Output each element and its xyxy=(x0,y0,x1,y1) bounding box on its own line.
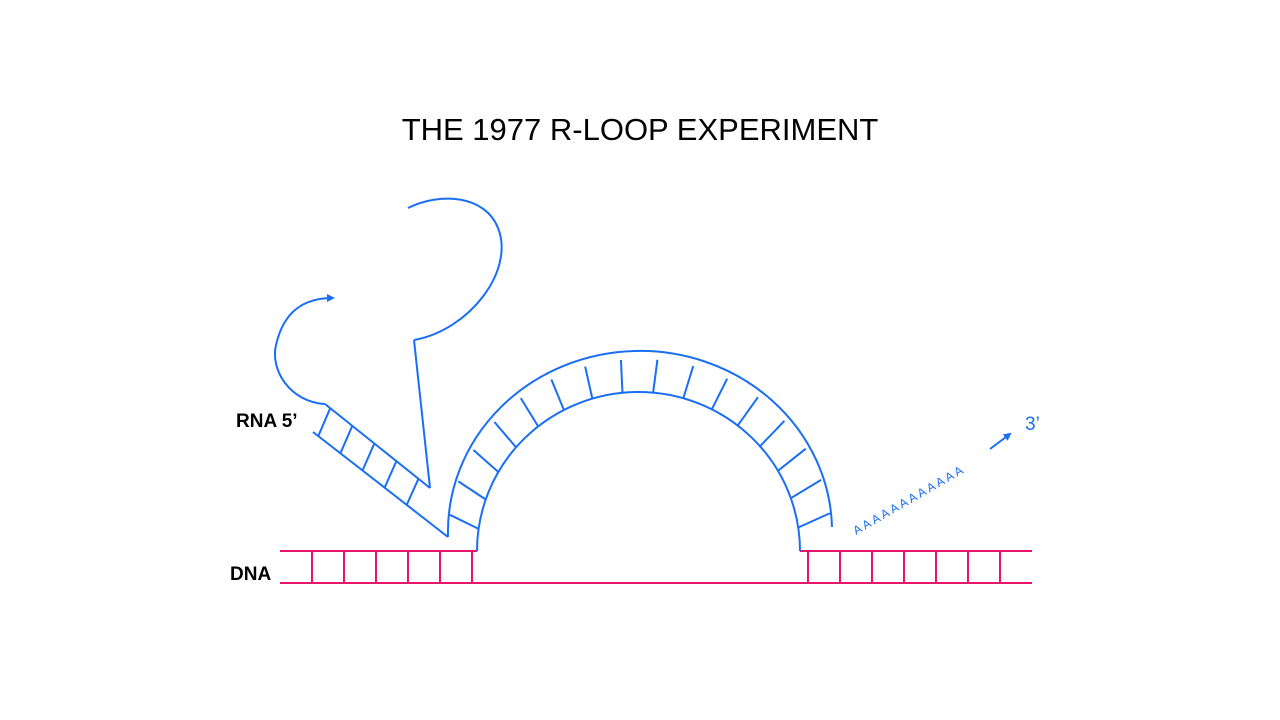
rna-dna-base-pair xyxy=(652,359,659,393)
three-prime-label: 3’ xyxy=(1025,414,1040,435)
rna-dna-base-pair xyxy=(457,480,487,501)
rna-dna-base-pair xyxy=(584,366,594,399)
rna-upper-strand xyxy=(324,403,431,489)
rna-dna-base-pair xyxy=(493,421,517,448)
rna-dna-base-pair xyxy=(472,449,500,473)
rna-dna-base-pair xyxy=(790,479,822,500)
rna-upper-loop xyxy=(407,197,503,341)
rna-dna-base-pair xyxy=(797,512,831,529)
rna-dna-base-pair xyxy=(550,379,565,411)
rna-lower-strand xyxy=(312,431,449,538)
rna-base-pair xyxy=(361,443,376,471)
rna-dna-base-pair xyxy=(736,396,759,427)
rna-dna-base-pair xyxy=(710,378,729,410)
rna-dna-base-pair xyxy=(619,359,624,393)
dna-inner-arc xyxy=(476,391,801,552)
poly-a-tail: AAAAAAAAAAAA xyxy=(851,462,968,538)
rna-base-pair xyxy=(405,478,420,506)
rna-base-pair xyxy=(339,425,354,454)
rna-base-pair xyxy=(317,407,332,437)
rna-5-prime-label: RNA 5’ xyxy=(236,411,298,432)
rna-single-strand xyxy=(413,339,431,489)
rna-left-loop-arrow xyxy=(273,294,335,405)
poly-a-arrow xyxy=(989,432,1012,450)
dna-double-strand xyxy=(280,550,1032,584)
rna-base-pair xyxy=(383,460,398,489)
rna-dna-base-pair xyxy=(759,420,786,447)
rna-dna-base-pair xyxy=(519,397,540,427)
rna-dna-base-pair xyxy=(449,513,480,530)
r-loop-hybrid xyxy=(446,349,833,552)
rna-5-prime-tail xyxy=(273,197,503,538)
rna-dna-base-pair xyxy=(682,365,695,399)
dna-label: DNA xyxy=(230,564,271,585)
rna-outer-arc xyxy=(446,349,833,538)
rna-dna-base-pair xyxy=(777,447,807,472)
diagram-title: THE 1977 R-LOOP EXPERIMENT xyxy=(402,112,879,147)
